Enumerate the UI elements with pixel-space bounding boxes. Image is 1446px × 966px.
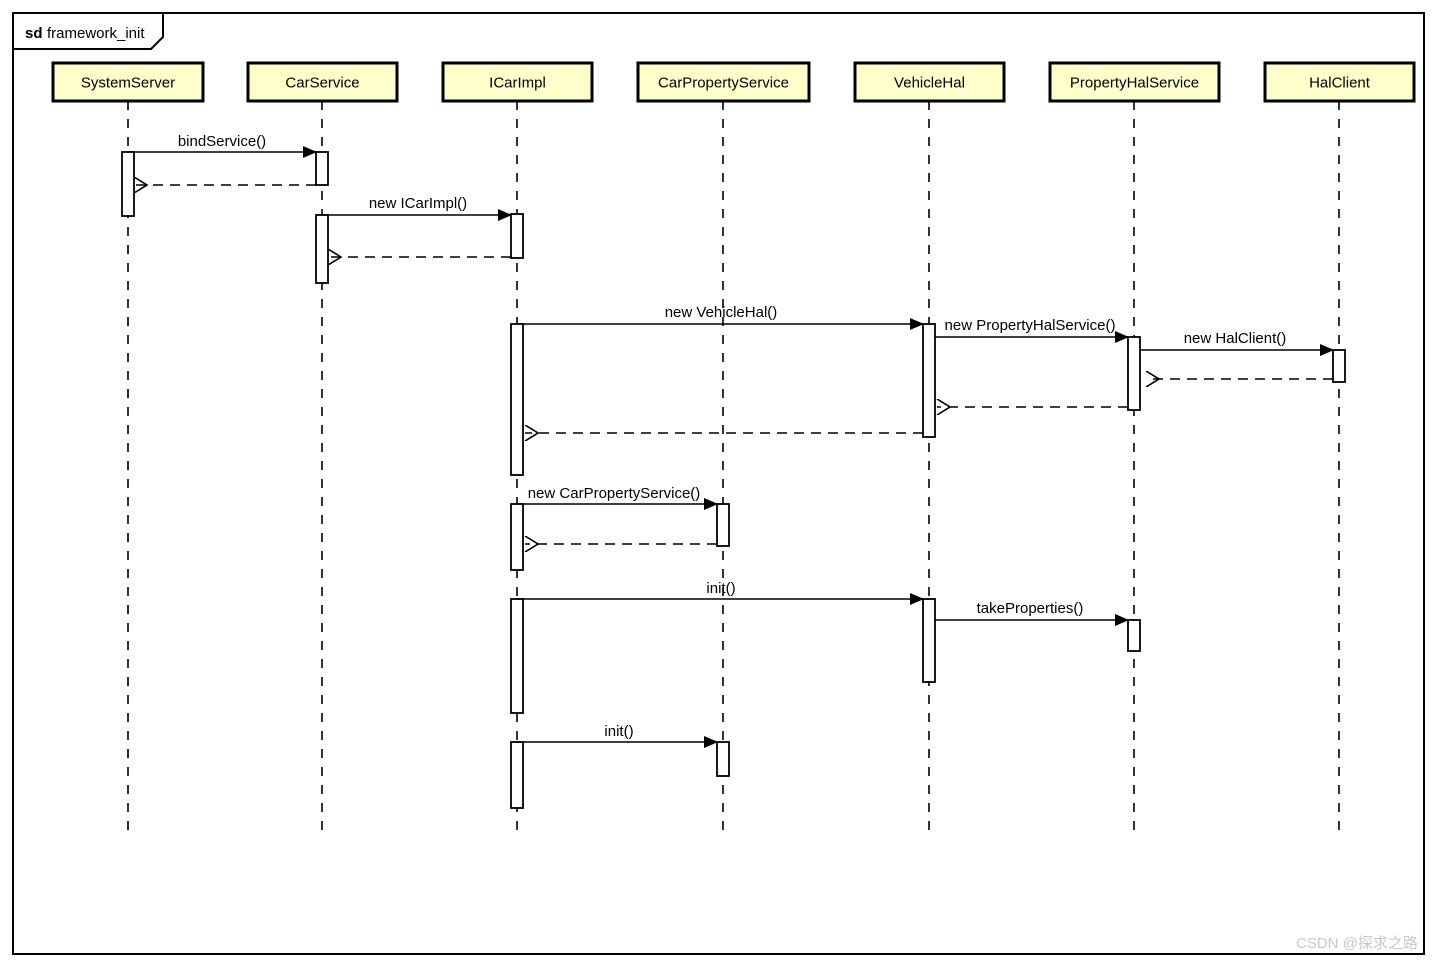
act-icarimpl-5 xyxy=(510,741,524,809)
lifeline-headers-group: SystemServer CarService ICarImpl CarPropert… xyxy=(51,61,1416,103)
lifeline-header-icarimpl[interactable] xyxy=(441,61,594,103)
lifeline-header-systemserver[interactable] xyxy=(51,61,205,103)
lifeline-header-halclient[interactable] xyxy=(1263,61,1416,103)
lifeline-label-icarimpl: ICarImpl xyxy=(489,75,546,92)
act-icarimpl-1 xyxy=(510,213,524,259)
lifeline-label-carservice: CarService xyxy=(285,75,359,92)
msg-new-carpropertyservice-label: new CarPropertyService() xyxy=(528,485,701,502)
act-propertyhalservice-1 xyxy=(1127,336,1141,411)
act-carservice-2 xyxy=(315,214,329,284)
lifeline-header-propertyhalservice[interactable] xyxy=(1048,61,1221,103)
act-propertyhalservice-2 xyxy=(1127,619,1141,652)
act-carpropertyservice-1 xyxy=(716,503,730,547)
messages-group: bindService() new ICarImpl() new VehicleHa… xyxy=(128,133,1334,748)
act-vehiclehal-2 xyxy=(922,598,936,683)
msg-init-vehiclehal-label: init() xyxy=(706,580,735,597)
lifeline-header-carservice[interactable] xyxy=(246,61,399,103)
lifeline-label-vehiclehal: VehicleHal xyxy=(894,75,965,92)
activation-bars-group xyxy=(121,151,1346,809)
watermark: CSDN @探求之路 xyxy=(1296,935,1418,952)
act-carpropertyservice-2 xyxy=(716,741,730,777)
frame-border xyxy=(12,12,1425,955)
msg-bindservice-label: bindService() xyxy=(178,133,266,150)
lifeline-label-propertyhalservice: PropertyHalService xyxy=(1070,75,1199,92)
frame-title: framework_init xyxy=(47,25,145,42)
msg-takeproperties-label: takeProperties() xyxy=(977,600,1084,617)
lifeline-header-vehiclehal[interactable] xyxy=(853,61,1006,103)
watermark-text: CSDN @探求之路 xyxy=(1296,935,1418,952)
act-halclient-1 xyxy=(1332,349,1346,383)
msg-new-vehiclehal-label: new VehicleHal() xyxy=(665,304,778,321)
act-systemserver-1 xyxy=(121,151,135,217)
frame-tab xyxy=(12,12,164,50)
msg-new-halclient-label: new HalClient() xyxy=(1184,330,1287,347)
act-icarimpl-3 xyxy=(510,503,524,571)
msg-new-propertyhalservice-label: new PropertyHalService() xyxy=(945,317,1116,334)
act-icarimpl-4 xyxy=(510,598,524,714)
act-icarimpl-2 xyxy=(510,323,524,476)
act-carservice-1 xyxy=(315,151,329,186)
lifeline-label-systemserver: SystemServer xyxy=(81,75,175,92)
lifeline-label-carpropertyservice: CarPropertyService xyxy=(658,75,789,92)
frame-keyword: sd xyxy=(25,25,43,42)
msg-new-icarimpl-label: new ICarImpl() xyxy=(369,195,467,212)
lifeline-label-halclient: HalClient xyxy=(1309,75,1371,92)
msg-init-carpropertyservice-label: init() xyxy=(604,723,633,740)
act-vehiclehal-1 xyxy=(922,323,936,438)
lifeline-header-carpropertyservice[interactable] xyxy=(636,61,811,103)
